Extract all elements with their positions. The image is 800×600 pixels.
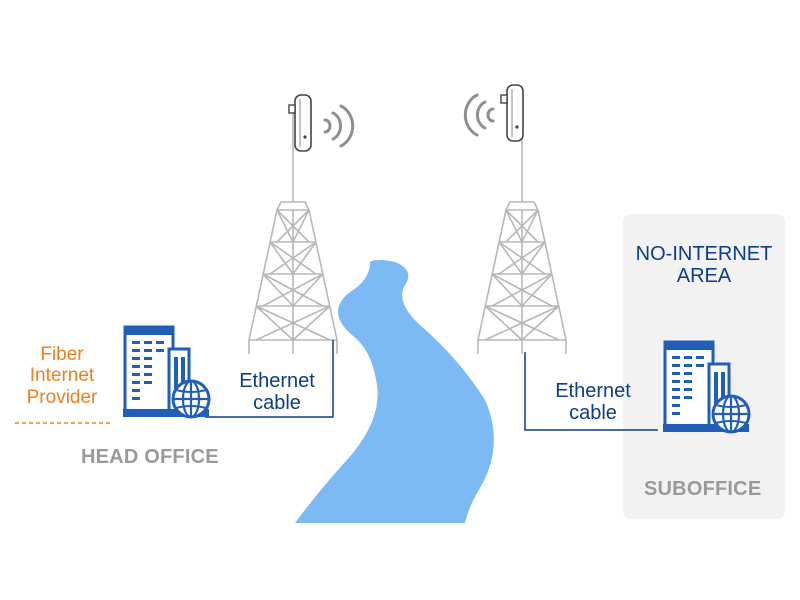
fiber-label-line2: Internet <box>29 365 95 387</box>
left-tower-icon <box>248 109 338 355</box>
left-cable-label-line1: Ethernet <box>239 370 315 392</box>
head-office-building-icon <box>121 325 211 419</box>
river <box>295 260 494 523</box>
fiber-provider-label: Fiber Internet Provider <box>7 344 117 408</box>
right-wifi-signal-icon <box>463 93 495 137</box>
right-cable-label: Ethernet cable <box>538 380 648 425</box>
fiber-label-line1: Fiber <box>40 344 84 365</box>
right-antenna-icon <box>500 84 524 142</box>
fiber-label-line3: Provider <box>26 386 98 408</box>
left-cable-label: Ethernet cable <box>222 370 332 415</box>
no-internet-line2: AREA <box>676 265 732 288</box>
no-internet-line1: NO-INTERNET <box>635 243 773 265</box>
right-tower-icon <box>477 109 567 355</box>
right-ethernet-line <box>524 352 658 431</box>
left-wifi-signal-icon <box>323 104 355 148</box>
suboffice-label: SUBOFFICE <box>644 478 762 500</box>
right-cable-label-line2: cable <box>569 402 617 425</box>
head-office-label: HEAD OFFICE <box>81 446 219 468</box>
right-cable-label-line1: Ethernet <box>555 380 631 402</box>
left-ethernet-line <box>205 340 334 418</box>
no-internet-area-label: NO-INTERNET AREA <box>624 243 784 288</box>
left-cable-label-line2: cable <box>253 392 301 415</box>
